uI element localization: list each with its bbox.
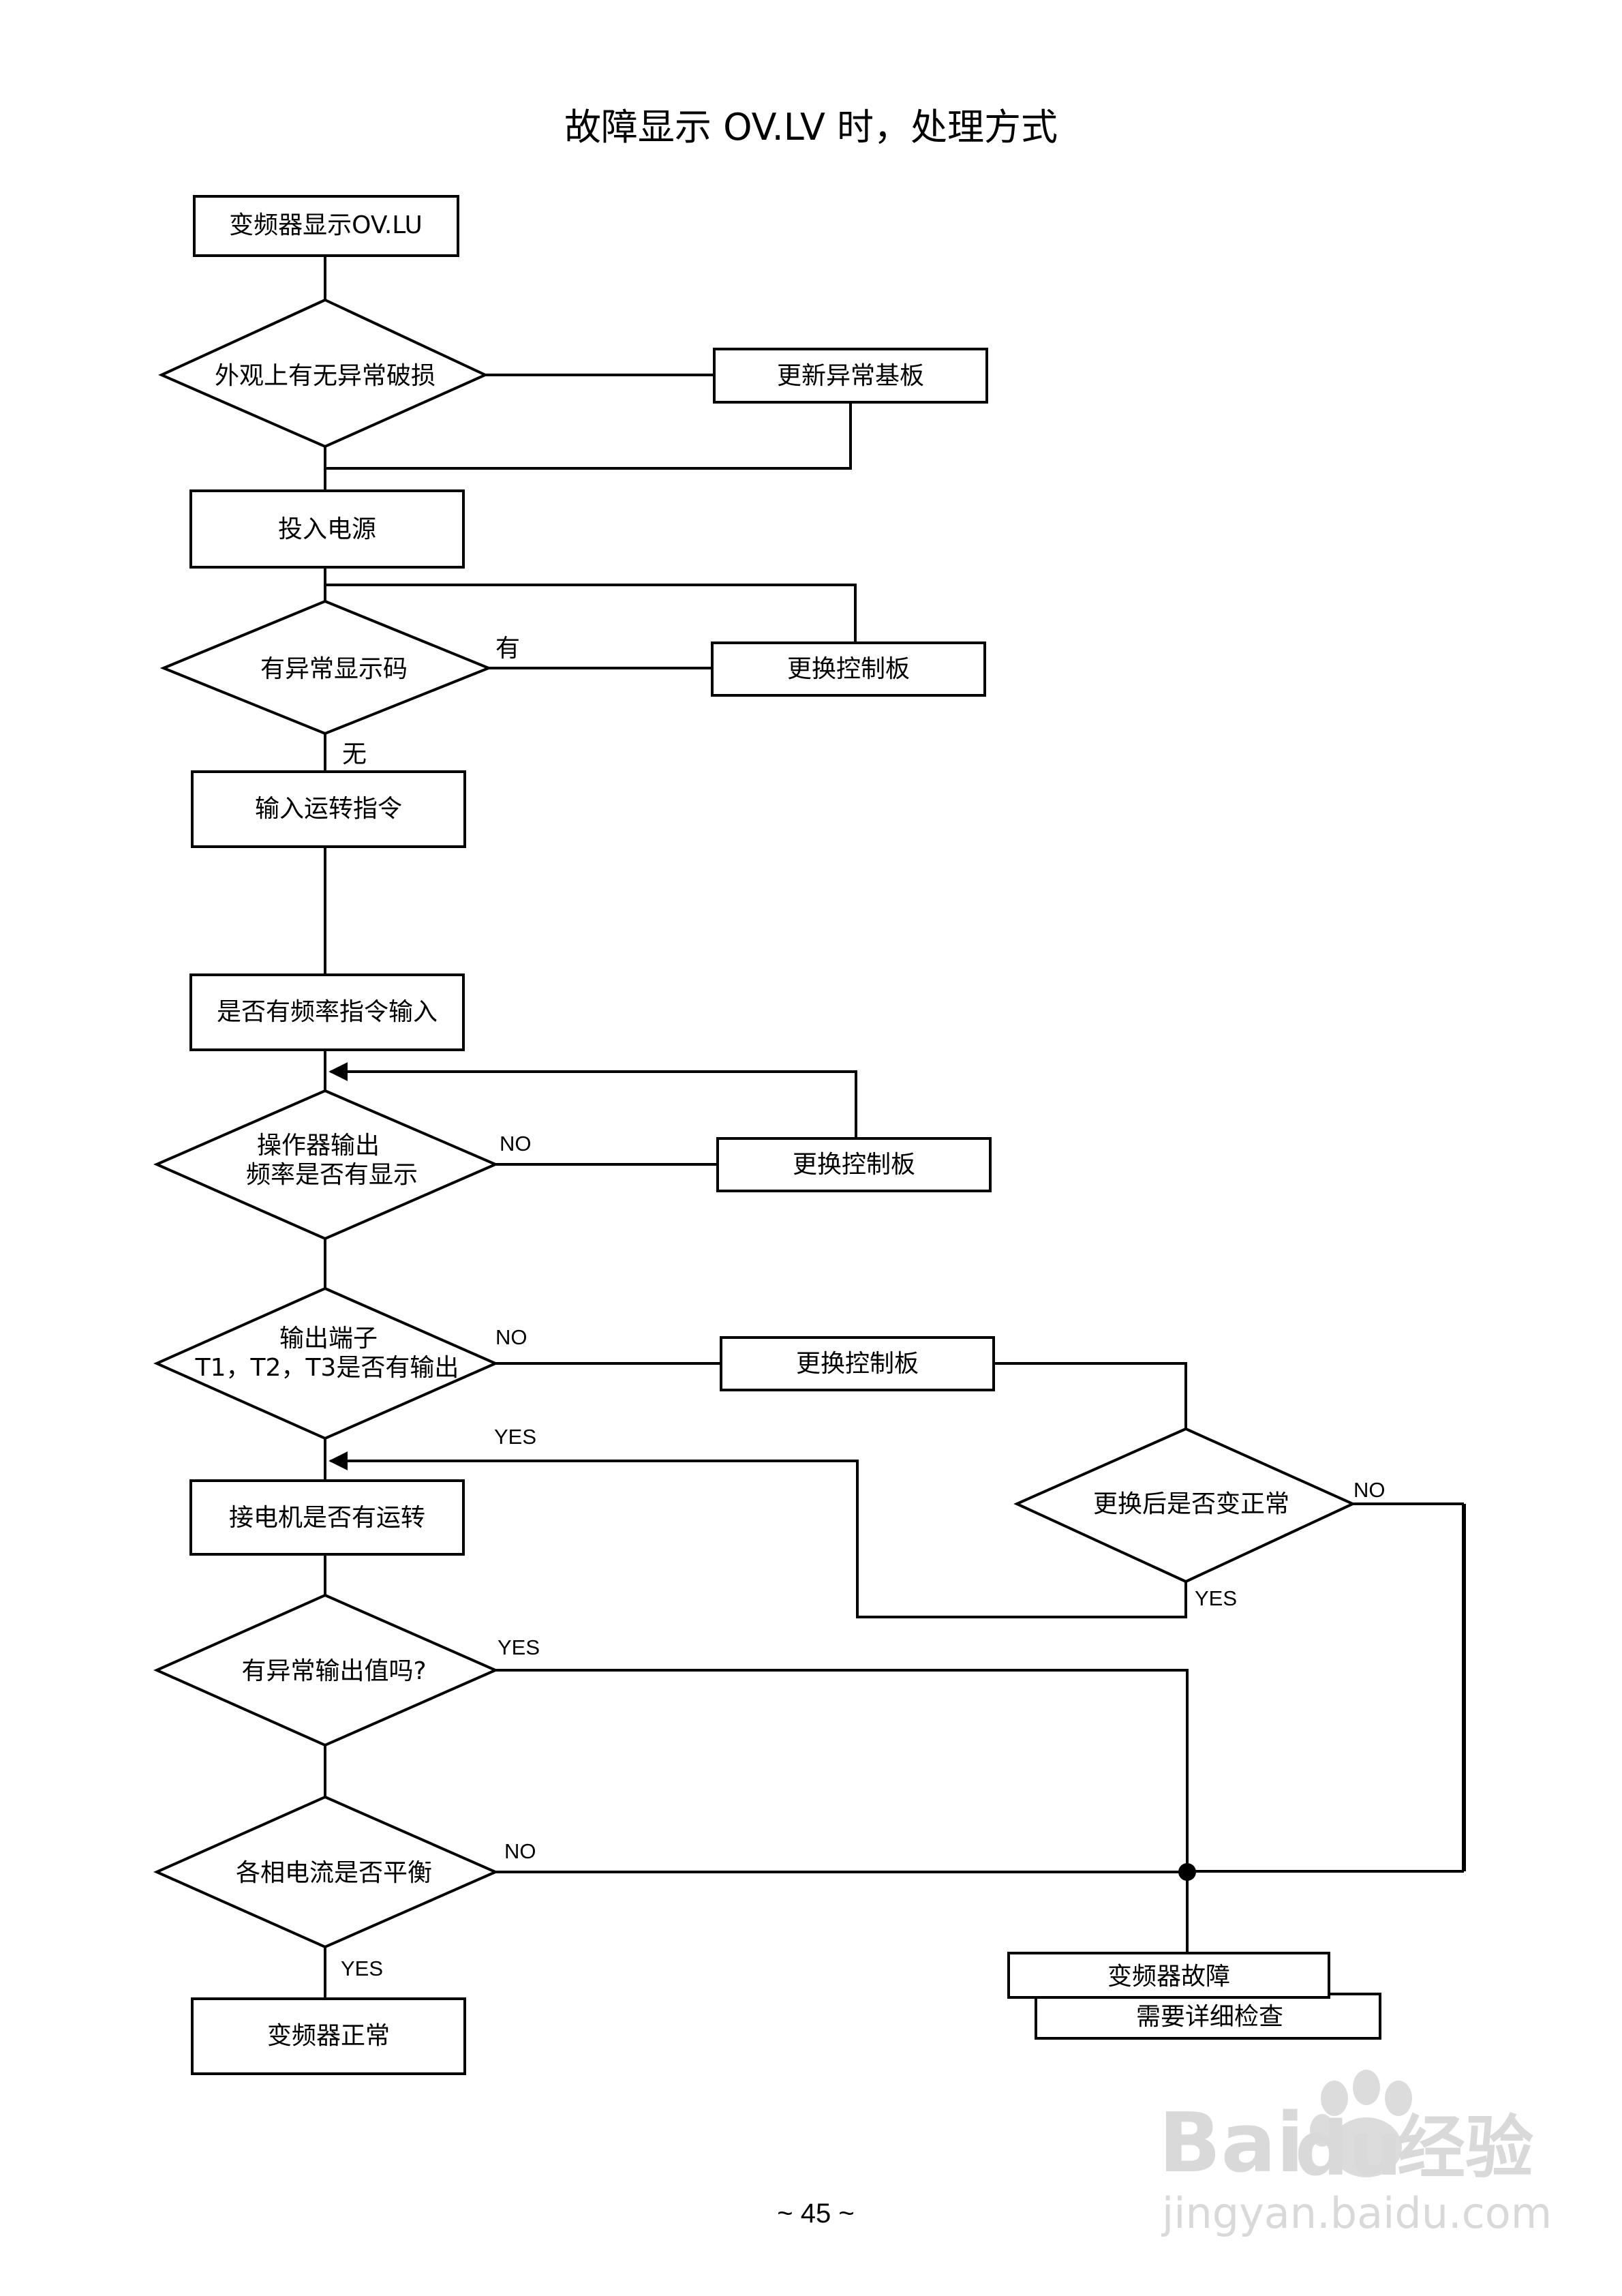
watermark-brand2: du [1295, 2105, 1402, 2192]
connector-lines [324, 256, 1466, 1999]
baidu-watermark: Bai du 经验 jingyan.baidu.com [1159, 2070, 1552, 2238]
label-yes-after: YES [1195, 1586, 1237, 1610]
replace-control-box-1: 更换控制板 [711, 641, 986, 697]
motor-run-box: 接电机是否有运转 [189, 1479, 465, 1556]
decision-abnormal-output: 有异常输出值吗? [153, 1593, 499, 1747]
watermark-brand: Bai [1159, 2096, 1304, 2191]
decision-output: 输出端子 T1，T2，T3是否有输出 [153, 1286, 499, 1440]
page-title: 故障显示 OV.LV 时，处理方式 [564, 106, 1058, 149]
decision-after-replace: 更换后是否变正常 [1013, 1427, 1356, 1584]
decision-current-balance-label: 各相电流是否平衡 [236, 1859, 432, 1887]
label-yes-balance: YES [341, 1957, 383, 1980]
decision-error-code: 有异常显示码 [159, 599, 493, 736]
freq-cmd-box: 是否有频率指令输入 [189, 973, 465, 1051]
fault-box: 变频器故障 需要详细检查 [1007, 1952, 1381, 2040]
replace-control-label-1: 更换控制板 [787, 655, 910, 683]
label-none: 无 [342, 740, 367, 768]
replace-control-box-2: 更换控制板 [716, 1137, 992, 1192]
decision-operator: 操作器输出 频率是否有显示 [153, 1089, 500, 1241]
replace-board-label: 更新异常基板 [777, 362, 924, 390]
fault-line1: 变频器故障 [1107, 1963, 1230, 1991]
decision-damage-label: 外观上有无异常破损 [215, 362, 435, 390]
label-yes-abnormal: YES [498, 1635, 540, 1659]
decision-operator-line2: 频率是否有显示 [246, 1161, 418, 1189]
power-on-box: 投入电源 [189, 489, 465, 569]
input-run-box: 输入运转指令 [191, 770, 466, 848]
label-no-output: NO [495, 1325, 527, 1349]
replace-control-label-3: 更换控制板 [796, 1350, 919, 1378]
decision-damage: 外观上有无异常破损 [158, 298, 489, 449]
label-has: 有 [495, 635, 520, 663]
motor-run-label: 接电机是否有运转 [229, 1504, 425, 1532]
paw-icon [1310, 2070, 1412, 2177]
label-no-operator: NO [500, 1132, 532, 1155]
watermark-url: jingyan.baidu.com [1161, 2188, 1552, 2238]
replace-control-label-2: 更换控制板 [793, 1151, 915, 1179]
inverter-normal-label: 变频器正常 [267, 2022, 390, 2050]
inverter-normal-box: 变频器正常 [191, 1997, 466, 2075]
freq-cmd-label: 是否有频率指令输入 [217, 998, 438, 1026]
decision-after-replace-label: 更换后是否变正常 [1093, 1490, 1289, 1518]
watermark-product: 经验 [1397, 2108, 1533, 2188]
replace-control-box-3: 更换控制板 [720, 1336, 995, 1391]
fault-line2: 需要详细检查 [1136, 2003, 1283, 2031]
label-no-after: NO [1353, 1478, 1386, 1502]
decision-error-code-label: 有异常显示码 [260, 655, 408, 683]
decision-output-line2: T1，T2，T3是否有输出 [195, 1354, 459, 1382]
junction-dot [1178, 1863, 1196, 1881]
power-on-label: 投入电源 [278, 515, 376, 543]
label-yes-output: YES [494, 1425, 536, 1449]
decision-abnormal-output-label: 有异常输出值吗? [241, 1657, 426, 1685]
decision-output-line1: 输出端子 [279, 1325, 378, 1353]
page-number: ~ 45 ~ [777, 2199, 854, 2229]
decision-operator-line1: 操作器输出 [257, 1132, 380, 1160]
input-run-label: 输入运转指令 [255, 795, 402, 823]
decision-current-balance: 各相电流是否平衡 [153, 1795, 499, 1949]
start-box: 变频器显示OV.LU [193, 195, 459, 257]
replace-board-box: 更新异常基板 [713, 348, 988, 404]
label-no-balance: NO [504, 1839, 536, 1863]
start-label: 变频器显示OV.LU [229, 211, 423, 239]
